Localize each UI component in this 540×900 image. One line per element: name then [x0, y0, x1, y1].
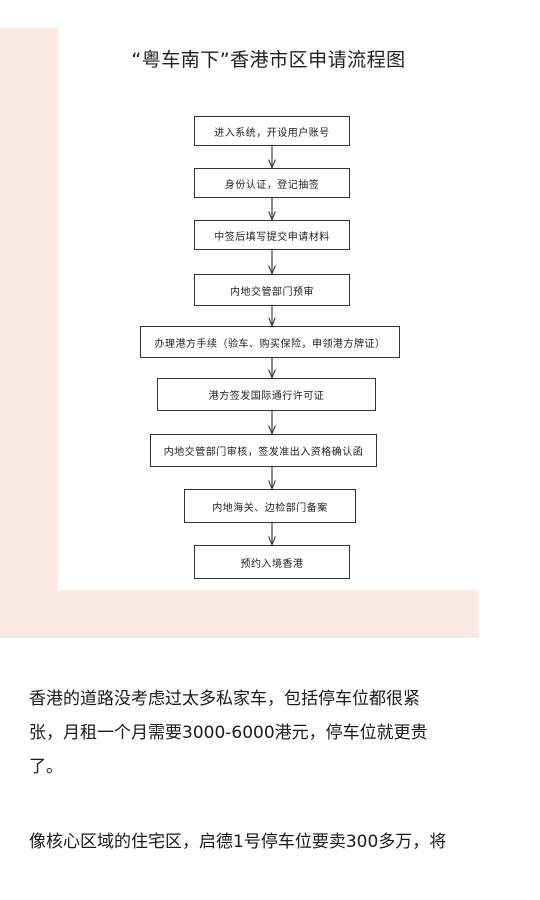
- flow-step-submit-materials: 中签后填写提交申请材料: [194, 220, 350, 250]
- flow-step-mainland-pre-review: 内地交管部门预审: [194, 274, 350, 306]
- flow-step-mainland-approval: 内地交管部门审核，签发准出入资格确认函: [150, 434, 377, 467]
- flow-step-hk-procedures: 办理港方手续（验车、购买保险，申领港方牌证）: [140, 326, 400, 358]
- diagram-title: “粤车南下”香港市区申请流程图: [131, 49, 406, 71]
- flow-step-customs-filing: 内地海关、边检部门备案: [184, 489, 356, 523]
- article-paragraph-1: 香港的道路没考虑过太多私家车，包括停车位都很紧 张，月租一个月需要3000-60…: [29, 689, 428, 777]
- article-paragraph-2: 像核心区域的住宅区，启德1号停车位要卖300多万，将: [29, 832, 447, 852]
- flow-step-create-account: 进入系统，开设用户账号: [194, 116, 350, 146]
- flow-step-hk-permit: 港方签发国际通行许可证: [157, 378, 376, 411]
- flow-step-identity-lottery: 身份认证，登记抽签: [194, 168, 350, 198]
- flow-step-book-entry: 预约入境香港: [194, 545, 350, 579]
